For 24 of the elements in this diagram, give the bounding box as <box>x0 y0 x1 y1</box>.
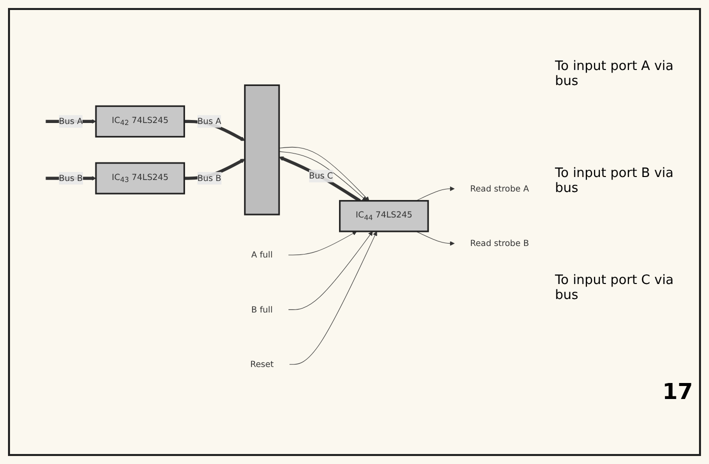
node-text: Read strobe B <box>470 238 530 248</box>
node-box: IC$_{43}$ 74LS245 <box>95 162 186 194</box>
figure-number: 17 <box>662 380 693 406</box>
node-box: IC$_{44}$ 74LS245 <box>339 200 429 232</box>
arrow <box>416 186 455 202</box>
arrow <box>278 156 361 202</box>
arrow <box>288 231 357 256</box>
node-text: A full <box>251 250 273 260</box>
node-box: IC$_{42}$ 74LS245 <box>95 105 186 138</box>
edge-label: Bus B <box>197 173 222 184</box>
port-note: To input port B via bus <box>555 166 674 196</box>
arrow <box>289 231 378 365</box>
node-text: B full <box>251 304 273 315</box>
node-bar <box>244 84 280 216</box>
port-note: To input port A via bus <box>555 58 674 89</box>
node-text: Reset <box>250 359 274 370</box>
edge-label: Bus A <box>197 116 222 126</box>
edge-label: Bus C <box>309 170 334 181</box>
node-text: Read strobe A <box>470 184 530 194</box>
arrow <box>416 231 455 246</box>
arrow <box>288 231 373 310</box>
edge-label: Bus A <box>58 116 83 126</box>
port-note: To input port C via bus <box>555 273 675 304</box>
edge-label: Bus B <box>58 173 83 184</box>
